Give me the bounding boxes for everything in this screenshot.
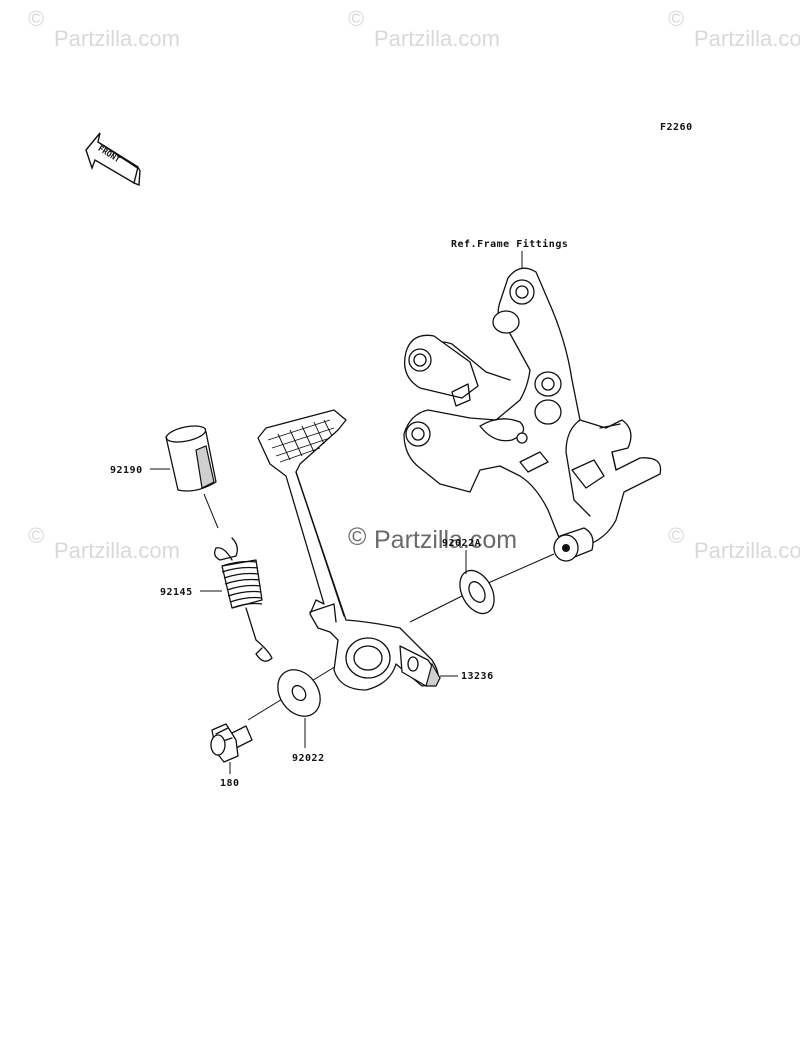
watermark-mid-left: Partzilla.com — [54, 538, 180, 563]
watermark-copyright-icon: © — [28, 6, 44, 31]
watermark-copyright-icon: © — [348, 523, 367, 551]
collar-axis-line — [203, 493, 219, 529]
label-13236: 13236 — [461, 671, 494, 682]
label-92022: 92022 — [292, 753, 325, 764]
watermark-copyright-icon: © — [348, 6, 364, 31]
brake-pedal-13236 — [257, 409, 441, 691]
watermark-top-center: Partzilla.com — [374, 26, 500, 51]
figure-code: F2260 — [660, 122, 693, 133]
ref-frame-fittings-label: Ref.Frame Fittings — [451, 238, 568, 250]
watermark-center: Partzilla.com — [374, 526, 517, 554]
watermark-copyright-icon: © — [28, 523, 44, 548]
front-direction-arrow-icon: FRONT — [85, 132, 141, 187]
washer-92022 — [277, 669, 321, 717]
watermark-mid-right: Partzilla.com — [694, 538, 800, 563]
label-92190: 92190 — [110, 465, 143, 476]
watermark-top-left: Partzilla.com — [54, 26, 180, 51]
bolt-180 — [210, 723, 253, 763]
collar-92190 — [165, 425, 217, 492]
pivot-shaft — [553, 527, 594, 562]
watermark-copyright-icon: © — [668, 6, 684, 31]
label-180: 180 — [220, 778, 240, 789]
spring-92145 — [214, 537, 273, 662]
label-92022A: 92022A — [442, 538, 481, 549]
washer-92022A — [459, 569, 495, 615]
footrest-bracket — [403, 267, 662, 549]
watermark-top-right: Partzilla.com — [694, 26, 800, 51]
label-92145: 92145 — [160, 587, 193, 598]
watermark-layer: © Partzilla.com © Partzilla.com © Partzi… — [28, 6, 800, 563]
watermark-copyright-icon: © — [668, 523, 684, 548]
